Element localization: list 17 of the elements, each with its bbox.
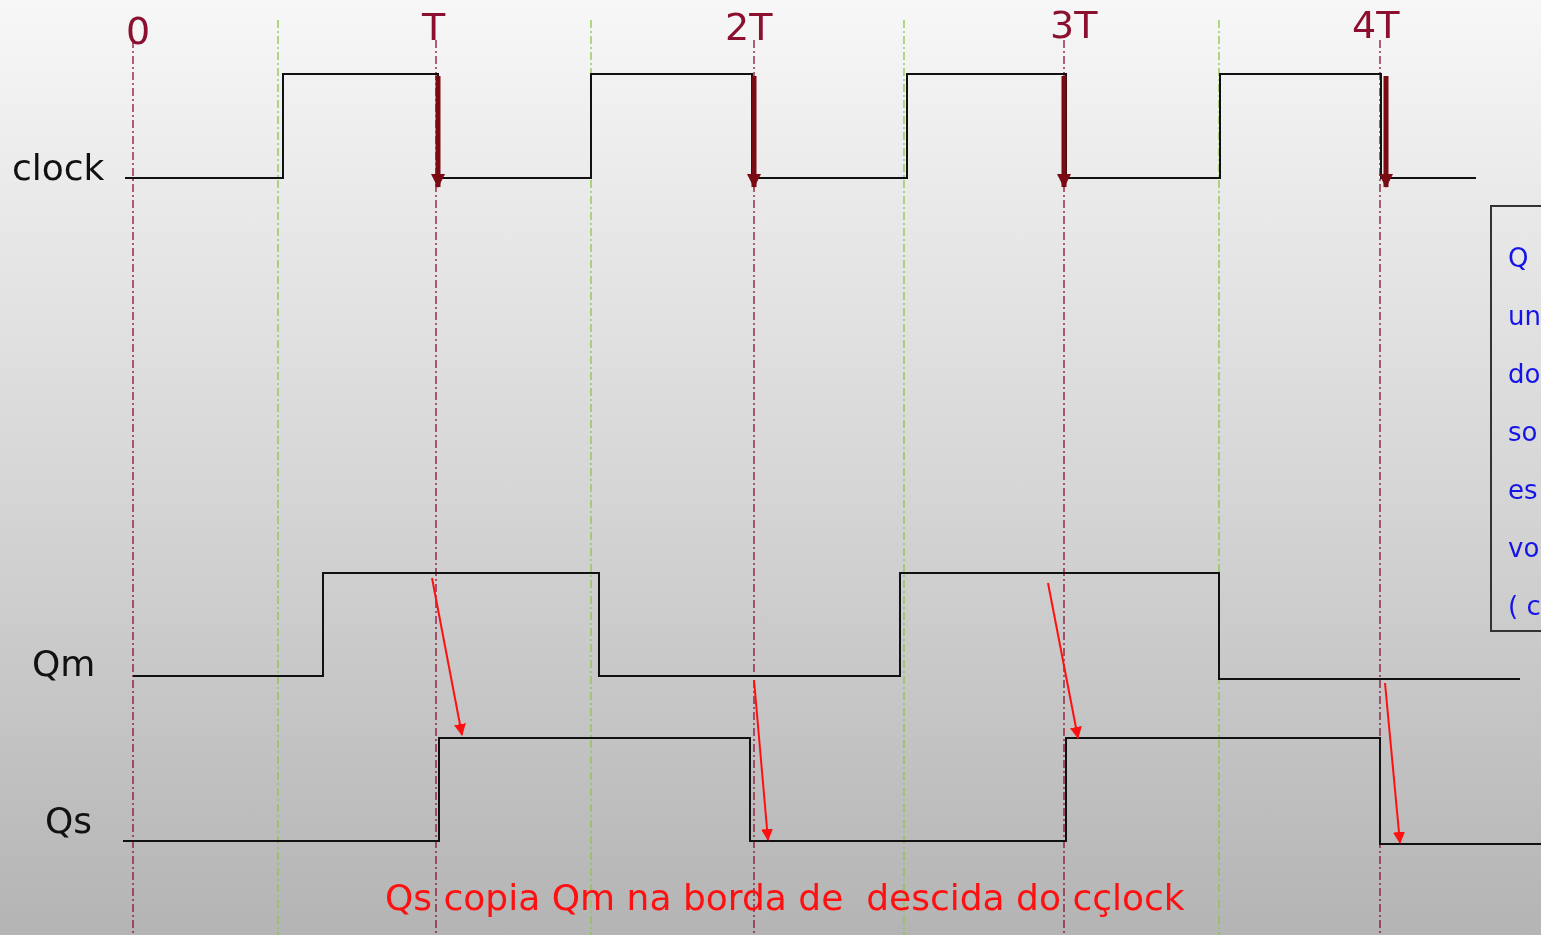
time-label: 0 <box>126 12 151 50</box>
note-text: es <box>1508 474 1539 507</box>
note-text: vo <box>1508 532 1541 565</box>
note-box <box>1490 205 1541 632</box>
time-label: 2T <box>725 8 773 46</box>
note-text: so <box>1508 416 1539 449</box>
note-text: ( c <box>1508 590 1541 623</box>
note-text: do <box>1508 358 1541 391</box>
note-text: un <box>1508 300 1541 333</box>
signal-name: Qm <box>32 646 96 682</box>
signal-name: Qs <box>45 803 93 839</box>
time-label: T <box>422 8 446 46</box>
time-label: 3T <box>1050 6 1098 44</box>
signal-name: clock <box>12 150 105 186</box>
caption-note: Qs copia Qm na borda de descida do cçlock <box>385 880 1185 916</box>
time-label: 4T <box>1352 6 1400 44</box>
note-text: Q <box>1508 242 1530 275</box>
